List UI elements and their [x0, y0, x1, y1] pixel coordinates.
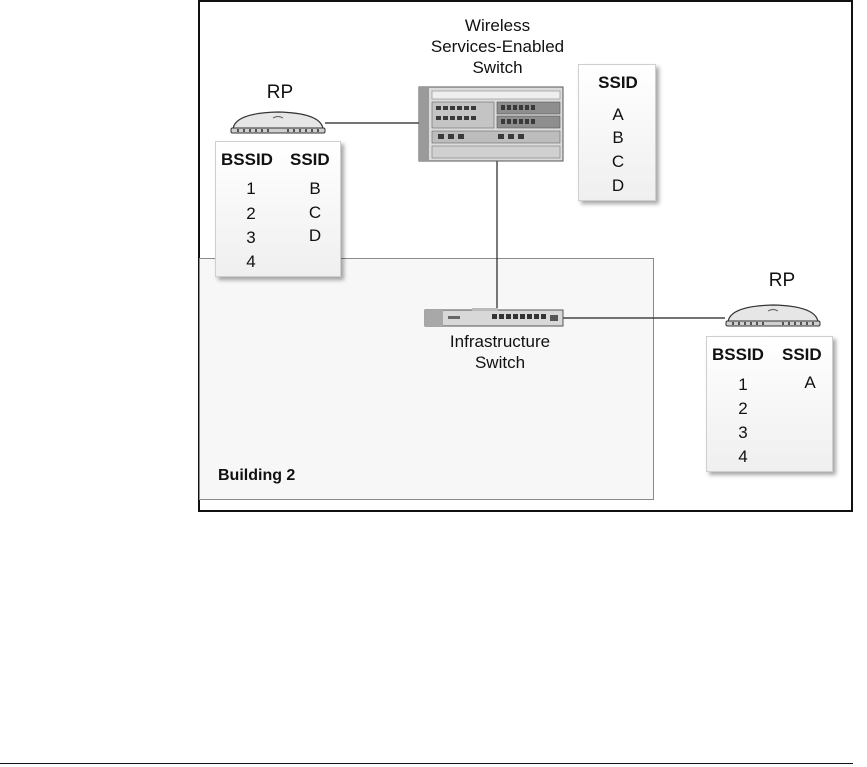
rp-top-bssid-4: 4 — [246, 252, 256, 271]
rp-bottom-bssid-table: BSSID SSID 1 2 3 4 A — [706, 336, 833, 472]
rp-top-ssid-header: SSID — [290, 150, 330, 169]
ssid-panel-value-4: D — [611, 176, 625, 195]
wireless-switch-chassis-icon — [418, 86, 564, 162]
rp-top-bssid-1: 1 — [246, 179, 256, 198]
rp-top-bssid-2: 2 — [246, 204, 256, 223]
infrastructure-switch-label-line-1: Infrastructure — [449, 332, 551, 351]
rp-bottom-label: RP — [768, 270, 796, 291]
wireless-switch-label: Wireless Services-Enabled Switch — [420, 15, 575, 78]
rp-bottom-ssid-header: SSID — [782, 345, 822, 364]
rp-bottom-bssid-4: 4 — [738, 447, 748, 466]
ssid-panel-value-1: A — [612, 105, 624, 124]
ssid-panel-header: SSID — [598, 73, 638, 92]
wireless-switch-label-line-1: Wireless — [464, 16, 531, 35]
rp-bottom-bssid-1: 1 — [738, 375, 748, 394]
rp-bottom-bssid-3: 3 — [738, 423, 748, 442]
building-2-title: Building 2 — [218, 467, 296, 484]
ssid-panel: SSID A B C D — [578, 64, 656, 201]
rp-bottom-ssid-1: A — [804, 373, 816, 392]
rp-top-bssid-3: 3 — [246, 228, 256, 247]
rp-top-ssid-1: B — [309, 179, 321, 198]
infrastructure-switch-label-line-2: Switch — [474, 353, 526, 372]
wireless-switch-label-line-2: Services-Enabled — [430, 37, 565, 56]
rp-top-access-point-icon — [230, 111, 326, 134]
rp-bottom-bssid-header: BSSID — [712, 345, 764, 364]
ssid-panel-value-2: B — [612, 128, 624, 147]
rp-top-bssid-header: BSSID — [221, 150, 273, 169]
page-bottom-rule — [0, 763, 853, 764]
rp-top-ssid-2: C — [308, 203, 322, 222]
rp-top-ssid-3: D — [308, 226, 322, 245]
ssid-panel-value-3: C — [611, 152, 625, 171]
rp-top-bssid-table: BSSID SSID 1 2 3 4 B C D — [215, 141, 341, 277]
rp-bottom-bssid-2: 2 — [738, 399, 748, 418]
wireless-switch-label-line-3: Switch — [472, 58, 523, 77]
infrastructure-switch-label: Infrastructure Switch — [420, 331, 580, 373]
infrastructure-switch-icon — [424, 308, 564, 327]
rp-top-label: RP — [266, 82, 294, 103]
building-2-area — [199, 258, 654, 500]
rp-bottom-access-point-icon — [725, 304, 821, 327]
